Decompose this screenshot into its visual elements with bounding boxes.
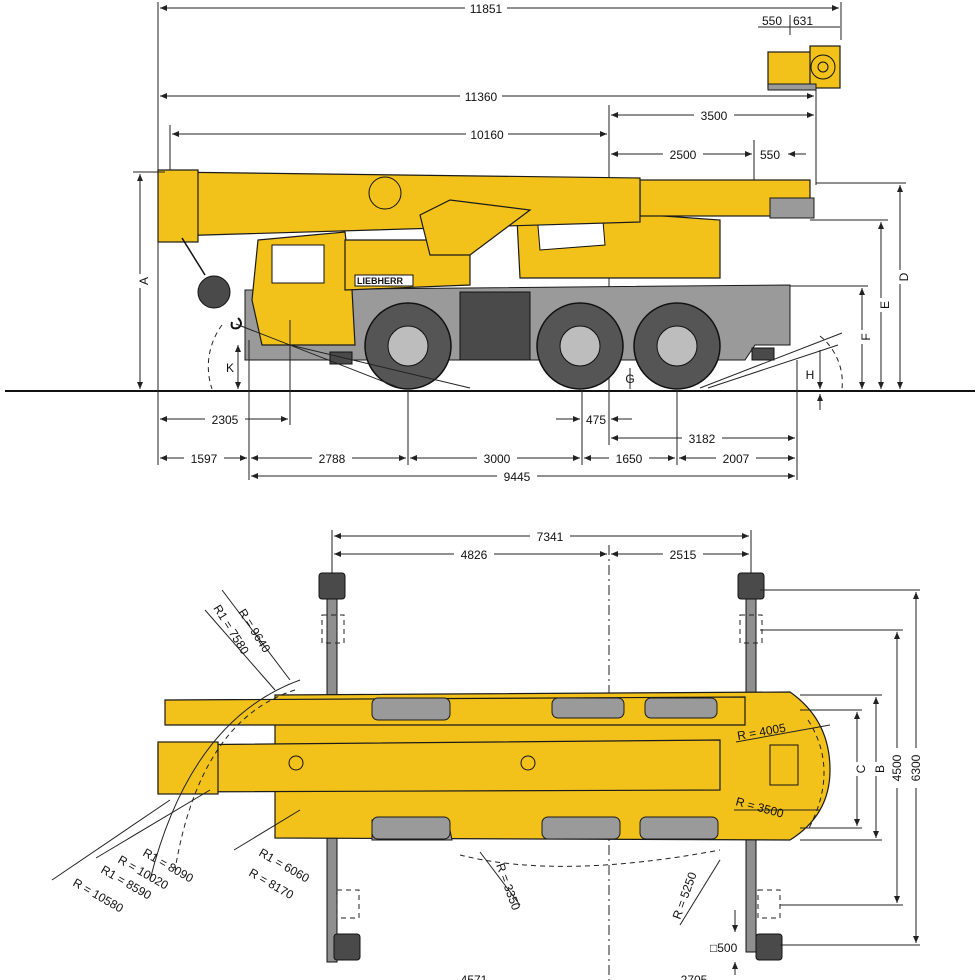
dim-3500: 3500 [611,108,814,123]
dim-F: F [856,288,873,389]
dim-G: G [625,368,635,389]
dim-label: 631 [793,14,813,28]
dim-label: 4500 [890,754,904,781]
dim-label: 475 [586,413,606,427]
dim-label: 4571 [461,973,488,980]
dim-row-axle: 1597 2788 3000 1650 2007 [160,451,795,466]
dim-A: A [133,171,165,389]
dim-label: 4826 [461,548,488,562]
dim-7341: 7341 [334,529,749,544]
dim-label: 2305 [212,413,239,427]
dim-label: 11360 [465,90,498,104]
dim-10160: 10160 [172,127,607,142]
radius-label: R = 5250 [670,870,700,921]
dim-K: K [207,324,241,390]
dim-label: 550 [762,14,782,28]
dim-label: 10160 [470,128,504,142]
top-view: 7341 4826 2515 [51,529,923,980]
dim-label: 3500 [701,109,728,123]
counterweight-detail [767,45,841,91]
dim-D: D [894,185,911,389]
dim-2500-550: 2500 550 [611,147,806,162]
dim-label: 2788 [319,452,346,466]
dim-label: G [625,372,634,386]
dim-9445: 9445 [251,469,795,484]
brand-lettering: LIEBHERR [357,276,404,286]
dim-label: 1650 [616,452,643,466]
dim-11360: 11360 [160,89,814,104]
dim-label: 2705 [681,973,708,980]
side-view: 11851 550 631 11360 3500 [5,1,975,484]
dim-label: E [878,301,892,309]
dim-label: B [873,765,887,773]
dim-label: A [137,277,151,285]
dim-label: K [226,361,234,375]
dim-label: □500 [710,941,738,955]
dim-550-631: 550 631 [758,14,840,35]
dim-label: 2007 [723,452,750,466]
crane-top-illustration [157,691,831,841]
dim-label: C [854,764,868,773]
dim-H: H [806,350,823,410]
dim-label: 2515 [670,548,697,562]
dim-label: 550 [760,148,780,162]
dim-11851: 11851 [160,1,839,16]
dim-C: C [851,712,868,826]
dim-label: D [897,272,911,281]
crane-side-illustration: LIEBHERR [157,169,815,390]
dim-label: 11851 [470,2,503,16]
dim-label: 6300 [909,754,923,781]
dim-label: 3000 [484,452,511,466]
dim-label: 9445 [504,470,531,484]
dim-6300: 6300 [909,592,923,943]
dim-label: 1597 [191,452,218,466]
dim-4826-2515: 4826 2515 [334,547,749,562]
dim-B: B [870,697,887,838]
dim-E: E [875,222,892,389]
dim-label: F [859,333,873,340]
radius-label: R = 3350 [493,861,523,912]
dim-475: 475 [556,413,632,427]
dim-4500: 4500 [890,632,904,903]
dim-label: H [806,368,815,382]
dim-bottom-partial: 4571 2705 [461,973,708,980]
dim-pad-500: □500 [710,910,738,975]
dim-3182: 3182 [611,431,795,446]
dim-2305: 2305 [160,412,288,427]
dim-label: 3182 [689,432,716,446]
dim-label: 2500 [670,148,697,162]
dim-label: 7341 [537,530,564,544]
